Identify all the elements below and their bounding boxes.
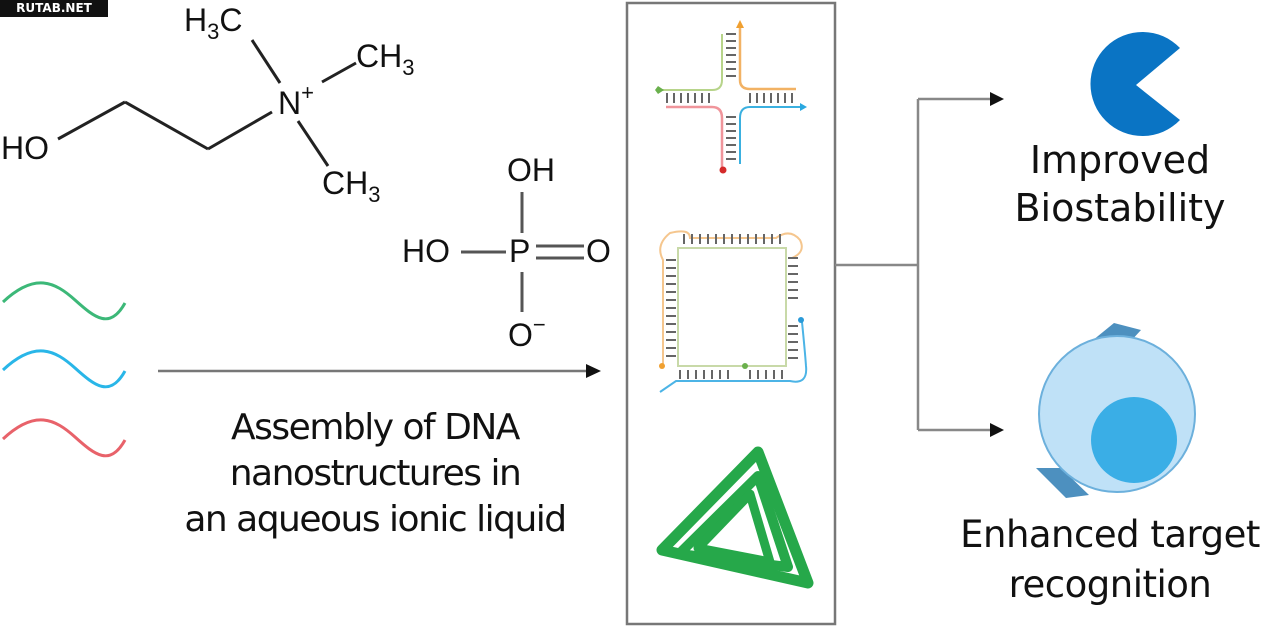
four-way-junction-icon	[655, 20, 807, 174]
bond-o-c1	[57, 100, 126, 141]
bond-n-ch3-bottom	[296, 120, 330, 167]
dna-tetrahedron-icon	[656, 446, 814, 589]
outcome-line: Improved	[1029, 138, 1211, 182]
choline-hydroxyl: HO	[1, 130, 49, 166]
nanostructure-panel	[625, 1, 837, 626]
outcome-line: recognition	[1008, 563, 1212, 606]
choline-bonds	[57, 39, 357, 167]
outcome-line: Biostability	[1014, 186, 1226, 230]
arrow-head-biostability	[990, 92, 1004, 106]
assembly-label-line: an aqueous ionic liquid	[184, 499, 567, 540]
assembly-label-line: Assembly of DNA	[231, 407, 520, 448]
dna-square-tile-icon	[659, 230, 808, 393]
cell-target-icon	[1036, 323, 1196, 498]
choline-nitrogen: N+	[278, 80, 314, 121]
assembly-arrow	[158, 364, 601, 378]
outcome-recognition-label: Enhanced target recognition	[930, 510, 1280, 610]
outcome-line: Enhanced target	[960, 513, 1260, 556]
bond-n-ch3-right	[321, 61, 357, 84]
strand-red	[1, 418, 127, 458]
phosphate-bonds	[461, 192, 584, 312]
phosphate-p: P	[509, 233, 531, 269]
phosphate-o-minus: O−	[508, 312, 546, 353]
phosphate-o-right: O	[586, 233, 611, 269]
bond-c1-c2	[124, 100, 209, 151]
pacman-icon	[1090, 31, 1180, 136]
choline-ch3-bottom: CH3	[322, 165, 381, 207]
outcome-biostability-label: Improved Biostability	[990, 136, 1250, 232]
assembly-label: Assembly of DNA nanostructures in an aqu…	[130, 405, 620, 543]
assembly-label-line: nanostructures in	[229, 453, 522, 494]
arrow-head-recognition	[990, 423, 1004, 437]
choline-ch3-top: H3C	[184, 2, 243, 44]
watermark: RUTAB.NET	[0, 0, 108, 17]
phosphate-oh-top: OH	[507, 152, 555, 188]
choline-ch3-right: CH3	[356, 38, 415, 80]
phosphate-ho-left: HO	[402, 233, 450, 269]
branch-connector	[835, 97, 990, 432]
strand-blue	[1, 349, 127, 389]
strand-green	[1, 281, 127, 321]
bond-n-ch3-top	[250, 39, 282, 84]
bond-c2-n	[207, 110, 273, 151]
